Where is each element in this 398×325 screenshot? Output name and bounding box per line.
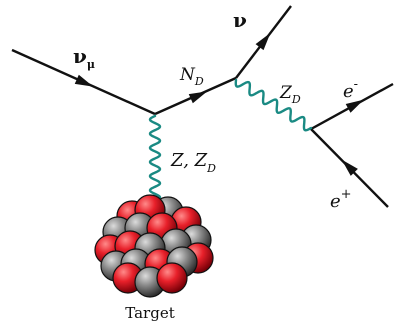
proton-ball [156,262,188,294]
dark-photon-label: ZD [279,83,301,106]
incoming-neutrino-label: νμ [73,44,95,71]
positron-label: e+ [330,187,352,212]
target-nucleus-icon [94,194,214,298]
outgoing-neutrino-label: ν [233,8,247,32]
fermion-lines [11,5,394,208]
boson-lines [148,78,313,210]
outgoing-neutrino-arrow-icon [255,32,271,51]
arrowheads [74,32,364,176]
heavy-neutrino-arrow-icon [188,91,208,104]
target-label: Target [125,304,174,322]
z-boson-label: Z, ZD [170,150,216,175]
z-boson-to-target-line [148,114,162,210]
incoming-neutrino-arrow-icon [74,74,94,87]
dark-photon-line [234,78,313,132]
heavy-neutrino-label: ND [179,65,204,88]
positron-arrow-icon [341,159,358,176]
electron-label: e- [343,77,358,102]
electron-arrow-icon [345,99,364,113]
